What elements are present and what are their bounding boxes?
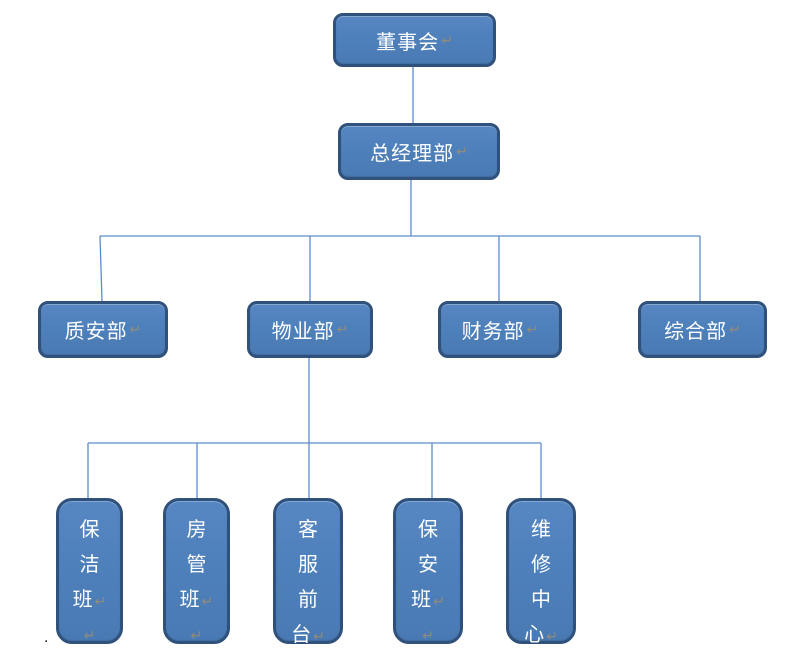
org-node-property[interactable]: 物业部↵ [247,301,373,358]
org-node-maintenance-char: 心 [524,624,545,646]
paragraph-return-mark: ↵ [433,593,445,609]
paragraph-return-mark: ↵ [422,627,434,643]
paragraph-return-mark: ↵ [313,628,325,644]
org-node-security-char: 班 [411,589,432,611]
org-node-quality-safety[interactable]: 质安部↵ [38,301,168,358]
org-node-general-manager-label: 总经理部 [370,143,455,165]
paragraph-return-mark: ↵ [201,593,214,609]
org-node-security-team[interactable]: 保 安 班↵ ↵ [393,498,463,644]
stray-period-mark: . [44,629,49,646]
org-node-security-char: 保 [418,519,438,541]
org-node-cleaning-char: 班 [72,589,93,611]
paragraph-return-mark: ↵ [336,321,349,337]
connector-drop-quality [99,235,103,302]
org-node-front-desk-char: 客 [298,519,318,541]
org-node-maintenance-char: 中 [531,589,551,611]
org-node-front-desk-char: 前 [298,589,318,611]
org-node-housing-char: 管 [186,554,207,576]
org-node-cleaning-team[interactable]: 保 洁 班↵ ↵ [56,498,123,644]
paragraph-return-mark: ↵ [546,628,558,644]
org-node-general-affairs-label: 综合部 [664,321,728,343]
org-node-board-label: 董事会 [376,31,440,54]
paragraph-return-mark: ↵ [729,321,741,337]
org-node-maintenance-char: 修 [531,554,551,576]
org-node-general-manager[interactable]: 总经理部↵ [338,123,500,180]
org-node-housing-char: 房 [186,519,207,541]
paragraph-return-mark: ↵ [456,143,468,159]
org-node-maintenance-center[interactable]: 维 修 中 心↵ [506,498,576,646]
paragraph-return-mark: ↵ [94,593,107,609]
paragraph-return-mark: ↵ [526,321,539,337]
org-node-finance[interactable]: 财务部↵ [438,301,562,358]
paragraph-return-mark: ↵ [190,627,203,643]
org-node-front-desk[interactable]: 客 服 前 台↵ [273,498,343,646]
org-node-front-desk-char: 台 [291,624,312,646]
org-node-security-char: 安 [418,554,438,576]
org-node-housing-team[interactable]: 房 管 班↵ ↵ [163,498,230,644]
org-node-cleaning-char: 保 [79,519,100,541]
org-node-front-desk-char: 服 [298,554,318,576]
org-node-quality-safety-label: 质安部 [64,321,128,343]
org-node-general-affairs[interactable]: 综合部↵ [638,301,767,358]
org-node-maintenance-char: 维 [531,519,551,541]
paragraph-return-mark: ↵ [129,321,142,337]
paragraph-return-mark: ↵ [83,627,96,643]
org-node-finance-label: 财务部 [461,321,525,343]
org-node-property-label: 物业部 [271,321,335,343]
org-node-board[interactable]: 董事会↵ [333,13,496,67]
org-node-housing-char: 班 [179,589,200,611]
paragraph-return-mark: ↵ [441,31,453,48]
org-node-cleaning-char: 洁 [79,554,100,576]
